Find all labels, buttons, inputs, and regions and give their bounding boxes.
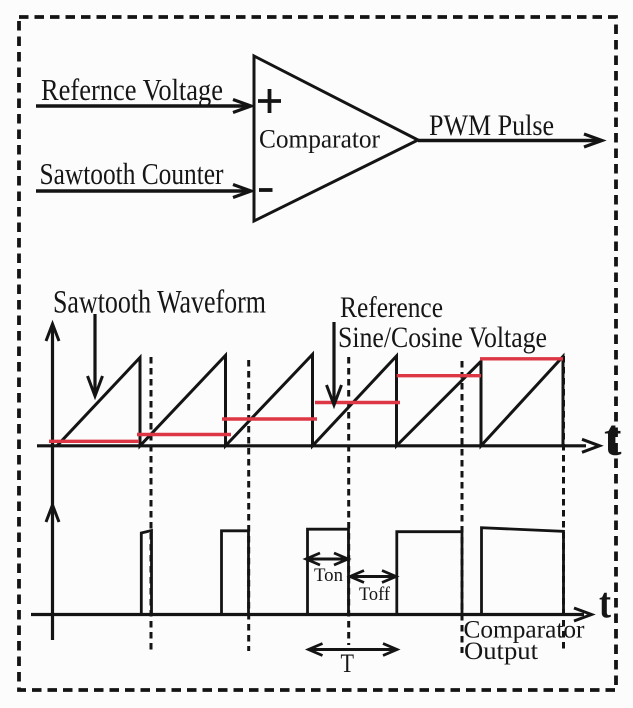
svg-text:Comparator: Comparator — [464, 615, 585, 644]
svg-text:Sawtooth Counter: Sawtooth Counter — [40, 156, 225, 191]
svg-text:Sawtooth Waveform: Sawtooth Waveform — [53, 285, 266, 321]
svg-text:Comparator: Comparator — [259, 124, 380, 154]
svg-text:Reference: Reference — [340, 291, 443, 324]
svg-text:t: t — [604, 410, 622, 467]
svg-text:T: T — [341, 649, 355, 678]
svg-text:PWM Pulse: PWM Pulse — [429, 109, 554, 142]
svg-text:Output: Output — [464, 636, 538, 665]
svg-text:Refernce Voltage: Refernce Voltage — [41, 72, 223, 107]
svg-text:t: t — [599, 580, 611, 628]
svg-text:Toff: Toff — [359, 584, 391, 605]
svg-text:Ton: Ton — [314, 565, 343, 586]
svg-text:Sine/Cosine Voltage: Sine/Cosine Voltage — [338, 321, 547, 354]
